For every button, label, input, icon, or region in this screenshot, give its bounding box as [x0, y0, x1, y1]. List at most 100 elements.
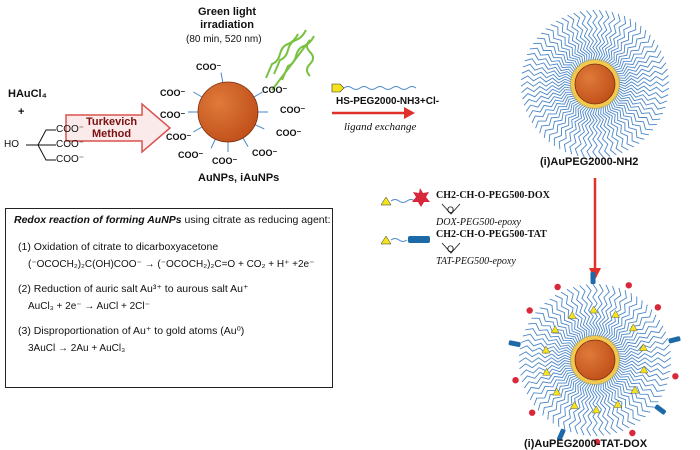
redox-equation-2: AuCl₃ + 2e⁻ → AuCl + 2Cl⁻ [28, 301, 150, 312]
peg-chain [616, 93, 664, 116]
peg-chain [543, 100, 579, 138]
light-title: Green light irradiation [198, 6, 257, 31]
peg-chain [600, 11, 616, 62]
coo-label: COO⁻ [262, 85, 288, 95]
peg-chain [519, 360, 572, 370]
linker-marker [628, 323, 638, 332]
peg-chain [611, 376, 651, 413]
linker-marker [630, 385, 640, 394]
peg-chain [592, 9, 598, 61]
peg-chain [600, 383, 618, 434]
coo-label: COO⁻ [276, 128, 302, 138]
peg-chain [606, 380, 636, 426]
citrate-structure [26, 129, 56, 161]
peg-chain [550, 24, 582, 65]
citrate-ligand [193, 126, 203, 133]
peg-chain [580, 383, 592, 436]
peg-chain [602, 106, 623, 154]
peg-chain [521, 69, 572, 81]
tat-peptide [508, 340, 521, 348]
peg-chain [597, 383, 611, 435]
linker-marker [611, 310, 620, 318]
pegylated-aunp [520, 9, 670, 159]
peg-chain [592, 107, 598, 159]
peg-chain [598, 10, 610, 61]
peg-chain [615, 95, 661, 121]
aunp-label: AuNPs, iAuNPs [198, 172, 280, 184]
coo-label: COO⁻ [252, 148, 278, 158]
peg-chain [554, 294, 584, 340]
peg-chain [602, 382, 624, 432]
peg-chain [525, 91, 573, 112]
tat-peptide [590, 272, 596, 285]
linker-marker [589, 305, 599, 314]
dox-molecule [629, 429, 636, 437]
peg-chain [610, 300, 643, 342]
ligand-exchange-arrow [331, 83, 417, 119]
peg-chain [602, 287, 622, 338]
citrate-ligand [254, 124, 265, 130]
peg-chain [608, 22, 637, 65]
peg-chain [597, 107, 611, 157]
coo-label: COO⁻ [160, 88, 186, 98]
peg-chain [618, 363, 671, 375]
peg-chain [539, 307, 579, 344]
peg-chain [555, 20, 584, 64]
peg-chain [618, 62, 667, 79]
peg-chain [526, 52, 574, 75]
peg-chain [569, 106, 588, 155]
functionalized-aunp [508, 272, 681, 446]
peg-chain [523, 367, 573, 389]
peg-chain [521, 83, 572, 93]
peg-chain [614, 97, 657, 126]
peg-chain [618, 84, 670, 93]
green-light-icon [265, 29, 315, 91]
citrate-ligand [220, 72, 224, 83]
citrate-aunp [188, 72, 268, 152]
peg-chain [606, 18, 632, 64]
peg-chain [536, 37, 577, 69]
tat-peptide [654, 404, 667, 415]
linker-marker [639, 343, 648, 351]
peg-chain [616, 369, 665, 392]
dox-linker-caption: DOX-PEG500-epoxy [436, 217, 521, 228]
reagent-haucl4: HAuCl₄ [8, 88, 47, 100]
coo-label: COO⁻ [160, 110, 186, 120]
tat-linker-caption: TAT-PEG500-epoxy [436, 256, 516, 267]
peg-chain [609, 102, 645, 140]
peg-chain [608, 296, 638, 341]
peg-chain [618, 68, 668, 82]
peg-chain [523, 89, 572, 106]
peg-chain [606, 104, 635, 148]
peg-chain [568, 382, 588, 433]
peg-chain [618, 350, 671, 360]
redox-step-3: (3) Disproportionation of Au⁺ to gold at… [18, 325, 245, 337]
gold-core [574, 63, 616, 105]
peg-chain [572, 286, 590, 337]
peg-chain [518, 357, 572, 363]
peg-chain [520, 81, 572, 87]
peg-chain [595, 383, 605, 436]
citrate-ligand [253, 91, 263, 98]
dox-molecule [625, 282, 632, 289]
gold-core [574, 339, 616, 381]
peg-chain [529, 371, 575, 401]
peg-chain [594, 107, 604, 158]
citrate-ligand [210, 138, 216, 149]
peg-chain [531, 95, 575, 124]
coo-label: COO⁻ [280, 105, 306, 115]
down-arrow [589, 178, 601, 280]
turkevich-arrow-box [65, 102, 172, 154]
citrate-ho: HO [4, 139, 19, 150]
peg-chain [614, 39, 655, 71]
coo-label: COO⁻ [166, 132, 192, 142]
epoxide-ring-dox [441, 203, 461, 215]
linker-marker [570, 401, 579, 409]
dox-molecule [528, 409, 536, 416]
linker-marker [542, 367, 551, 376]
peg-chain [600, 285, 616, 338]
peg-reagent-label: HS-PEG2000-NH3+Cl- [336, 96, 440, 107]
coo-label: COO⁻ [212, 156, 238, 166]
peg-chain [558, 104, 584, 150]
